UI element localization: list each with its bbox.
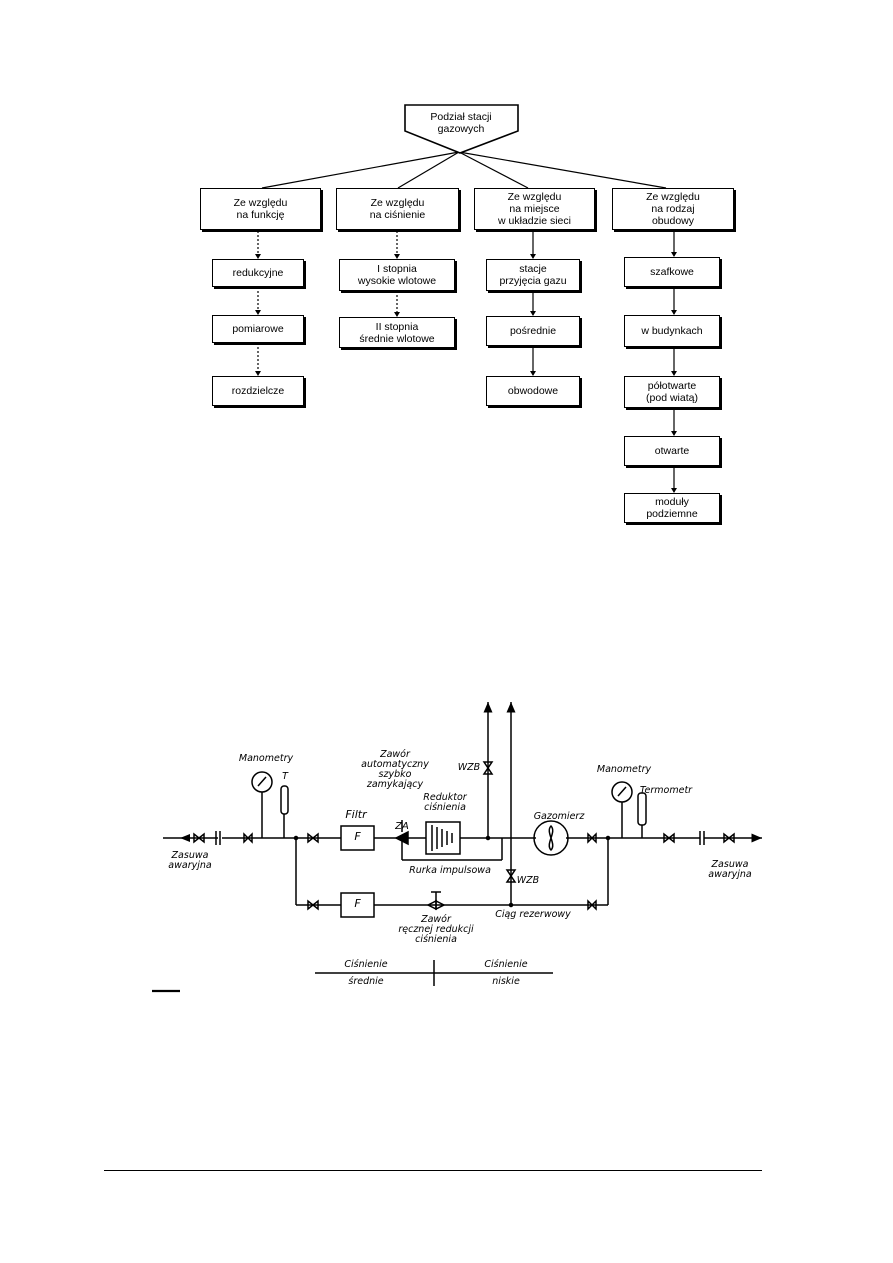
label-zawor-automatyczny: Zawór automatyczny szybko zamykający: [361, 749, 429, 790]
tree-header-network-place: Ze względu na miejsce w układzie sieci: [474, 188, 595, 230]
tree-header-pressure: Ze względu na ciśnienie: [336, 188, 459, 230]
tree-item: II stopnia średnie wlotowe: [339, 317, 455, 348]
label-f-reserve: F: [354, 897, 361, 910]
tree-item: moduły podziemne: [624, 493, 720, 523]
tree-item: obwodowe: [486, 376, 580, 406]
label-cisnienie-srednie-bottom: średnie: [348, 976, 384, 987]
label-termometr: Termometr: [639, 785, 693, 796]
tree-item: stacje przyjęcia gazu: [486, 259, 580, 291]
label-zawor-recznej-redukcji: Zawór ręcznej redukcji ciśnienia: [398, 914, 474, 945]
label-rurka-impulsowa: Rurka impulsowa: [409, 865, 491, 876]
label-wzb-top: WZB: [457, 762, 481, 773]
label-ciag-rezerwowy: Ciąg rezerwowy: [495, 909, 571, 920]
label-wzb-bottom: WZB: [516, 875, 540, 886]
tree-header-housing: Ze względu na rodzaj obudowy: [612, 188, 734, 230]
tree-item: otwarte: [624, 436, 720, 466]
label-cisnienie-niskie-bottom: niskie: [492, 976, 520, 987]
tree-item: rozdzielcze: [212, 376, 304, 406]
tree-item: pomiarowe: [212, 315, 304, 343]
label-thermometer-t: T: [282, 771, 288, 782]
tree-header-function: Ze względu na funkcję: [200, 188, 321, 230]
tree-item: półotwarte (pod wiatą): [624, 376, 720, 408]
tree-item: w budynkach: [624, 315, 720, 347]
tree-item: szafkowe: [624, 257, 720, 287]
label-reduktor: Reduktor ciśnienia: [423, 792, 467, 813]
label-zasuwa-left: Zasuwa awaryjna: [168, 850, 212, 871]
label-filtr: Filtr: [345, 808, 367, 821]
tree-item: pośrednie: [486, 316, 580, 346]
label-manometry-left: Manometry: [238, 753, 294, 764]
tree-connectors: [255, 151, 677, 493]
label-zasuwa-right: Zasuwa awaryjna: [708, 859, 752, 880]
label-za: ZA: [395, 821, 409, 832]
label-f-main: F: [354, 830, 361, 843]
footer-rule: [104, 1170, 762, 1171]
tree-root-shape: [404, 104, 519, 154]
label-manometry-right: Manometry: [596, 764, 652, 775]
label-cisnienie-srednie-top: Ciśnienie: [344, 959, 388, 970]
tree-root-label: Podział stacji gazowych: [430, 111, 492, 135]
label-cisnienie-niskie-top: Ciśnienie: [484, 959, 528, 970]
station-schematic: [152, 702, 762, 993]
tree-item: redukcyjne: [212, 259, 304, 287]
label-gazomierz: Gazomierz: [533, 811, 585, 822]
tree-item: I stopnia wysokie wlotowe: [339, 259, 455, 291]
